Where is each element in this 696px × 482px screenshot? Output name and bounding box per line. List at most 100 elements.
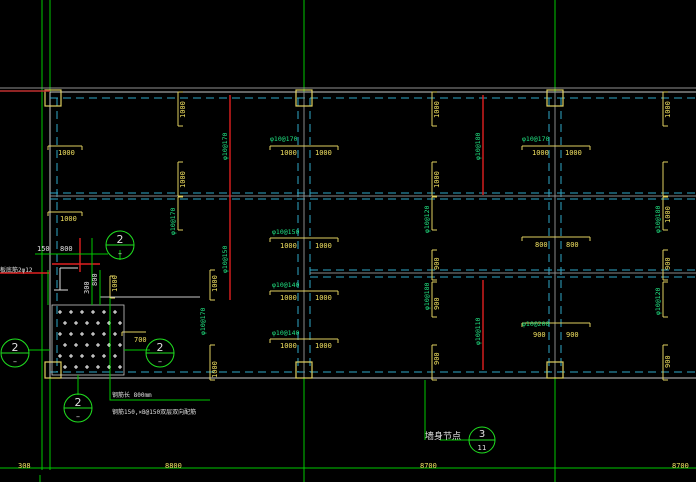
dim-label: 1000 [58, 149, 75, 157]
callout-sub: 11 [478, 444, 487, 452]
vdim-label: 900 [664, 355, 672, 368]
column-a2[interactable] [295, 89, 313, 107]
dim-label: 1000 [532, 149, 549, 157]
hatch-plus [74, 365, 78, 369]
rebar-label: φ10@180 [654, 206, 662, 233]
bubble-sub: – [13, 357, 17, 366]
dashed-beams [50, 97, 696, 373]
callout-number: 3 [479, 429, 485, 440]
bubble-sub: – [158, 357, 162, 366]
detail-white-lines [54, 267, 78, 291]
hatch-plus [85, 343, 89, 347]
vdim-label: 1000 [179, 171, 187, 188]
detail-note-2: 钢筋150,×B@150双层双向配筋 [112, 408, 196, 416]
dim-label: 1000 [60, 215, 77, 223]
vdim-label: 900 [433, 352, 441, 365]
vdim-label: 1000 [433, 101, 441, 118]
axis-bubbles [0, 230, 496, 454]
dim-label: 1000 [565, 149, 582, 157]
detail-note-1: 钢筋长 800mm [112, 391, 152, 399]
detail-dim-150: 150 [37, 245, 50, 253]
hatch-plus [96, 321, 100, 325]
rebar-label: φ10@170 [169, 208, 177, 235]
bubble-number: 2 [12, 341, 19, 354]
hatch-plus [96, 365, 100, 369]
bubble-number: 2 [75, 396, 82, 409]
bubble-sub: – [118, 249, 122, 258]
hatch-plus [58, 354, 62, 358]
rebar-label: φ10@140 [272, 281, 299, 289]
detail-dim-300: 300 [83, 281, 91, 294]
detail-dims [28, 238, 470, 441]
dim-label: 800 [566, 241, 579, 249]
wall-node-callout-label: 墙身节点 [425, 430, 461, 442]
hatch-plus [69, 332, 73, 336]
vdim-label: 900 [433, 257, 441, 270]
hatch-plus [69, 310, 73, 314]
hatch-plus [63, 343, 67, 347]
rebar-label: φ10@120 [423, 206, 431, 233]
hatch-plus [91, 354, 95, 358]
rebar-label: φ10@140 [272, 329, 299, 337]
dim-label: 800 [535, 241, 548, 249]
dim-bay1: 8800 [165, 462, 182, 470]
hatch-plus [74, 321, 78, 325]
dim-label: 1000 [280, 149, 297, 157]
column-b2[interactable] [295, 361, 313, 379]
hatch-plus [80, 310, 84, 314]
bubble-sub: – [76, 412, 80, 421]
dim-label: 1000 [280, 294, 297, 302]
hatch-plus [118, 321, 122, 325]
rebar-label: φ10@110 [474, 318, 482, 345]
hatch-plus [85, 321, 89, 325]
rebar-label: φ10@170 [199, 308, 207, 335]
hatch-plus [102, 354, 106, 358]
bubble-text: 2 2 2 2 – – – – 3 11 [12, 233, 487, 452]
hatch-plus [63, 321, 67, 325]
hatch-plus [96, 343, 100, 347]
dim-label: 1000 [315, 342, 332, 350]
rebar-lines [0, 90, 484, 370]
hatch-plus [102, 332, 106, 336]
dim-bay3: 8700 [672, 462, 689, 470]
column-b1[interactable] [44, 361, 62, 379]
hatch-plus [74, 343, 78, 347]
vdim-label: 900 [664, 257, 672, 270]
vdim-label: 1000 [211, 275, 219, 292]
hatch-plus [118, 343, 122, 347]
detail-side-label: 板底筋2φ12 [0, 266, 33, 274]
vdim-label: 900 [433, 297, 441, 310]
rebar-label: φ10@180 [423, 283, 431, 310]
vdim-label: 1000 [664, 206, 672, 223]
vertical-dim-text: 1000 1000 1000 1000 1000 1000 900 900 90… [111, 101, 672, 378]
slab-outline [49, 91, 696, 379]
dim-label: 1000 [315, 242, 332, 250]
bubble-number: 2 [157, 341, 164, 354]
rebar-label: φ10@200 [522, 320, 549, 328]
hatch-plus [58, 332, 62, 336]
dimension-text: 308 8800 8700 8700 1000 1000 1000 1000 1… [18, 149, 689, 470]
column-a1[interactable] [44, 89, 62, 107]
dim-label: 1000 [280, 342, 297, 350]
dim-label: 1000 [315, 149, 332, 157]
hatch-plus [80, 332, 84, 336]
rebar-text: φ10@170 φ10@170 φ10@150 φ10@140 φ10@140 … [169, 133, 662, 345]
rebar-label: φ10@150 [272, 228, 299, 236]
column-b3[interactable] [546, 361, 564, 379]
dim-label: 900 [533, 331, 546, 339]
hatch-plus [85, 365, 89, 369]
hatch-plus [91, 310, 95, 314]
solid-beams [50, 92, 696, 378]
hatch-plus [91, 332, 95, 336]
hatch-block [51, 304, 125, 376]
column-a3[interactable] [546, 89, 564, 107]
rebar-label: φ10@180 [474, 133, 482, 160]
detail-text: 150 800 300 800 700 板底筋2φ12 钢筋长 800mm 钢筋… [0, 245, 196, 416]
vdim-label: 1000 [111, 275, 119, 292]
hatch-plus [113, 332, 117, 336]
columns [44, 89, 564, 379]
dim-left: 308 [18, 462, 31, 470]
